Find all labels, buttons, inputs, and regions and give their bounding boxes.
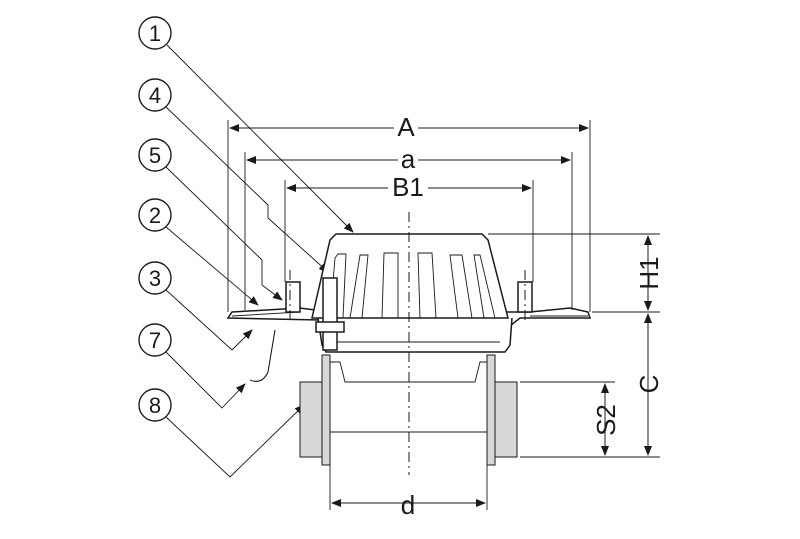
- dim-A: A: [397, 112, 415, 142]
- callout-5: 5: [138, 138, 172, 172]
- svg-text:3: 3: [149, 266, 161, 291]
- callout-2: 2: [138, 198, 172, 232]
- dim-S2: S2: [591, 404, 621, 436]
- dimension-labels: A a B1 H1 C S2 d: [388, 112, 664, 520]
- callout-4: 4: [138, 78, 172, 112]
- callout-1: 1: [138, 16, 172, 50]
- callout-8: 8: [138, 388, 172, 422]
- svg-text:7: 7: [149, 328, 161, 353]
- svg-text:4: 4: [149, 83, 161, 108]
- leader-lines: [165, 44, 354, 478]
- svg-text:8: 8: [149, 393, 161, 418]
- drain-body: [226, 212, 592, 475]
- svg-text:1: 1: [149, 21, 161, 46]
- dim-d: d: [401, 490, 415, 520]
- dim-a: a: [401, 144, 416, 174]
- dim-C: C: [634, 375, 664, 394]
- svg-text:2: 2: [149, 203, 161, 228]
- callout-7: 7: [138, 323, 172, 357]
- dim-B1: B1: [392, 172, 424, 202]
- callout-3: 3: [138, 261, 172, 295]
- dim-H1: H1: [634, 256, 664, 289]
- svg-text:5: 5: [149, 143, 161, 168]
